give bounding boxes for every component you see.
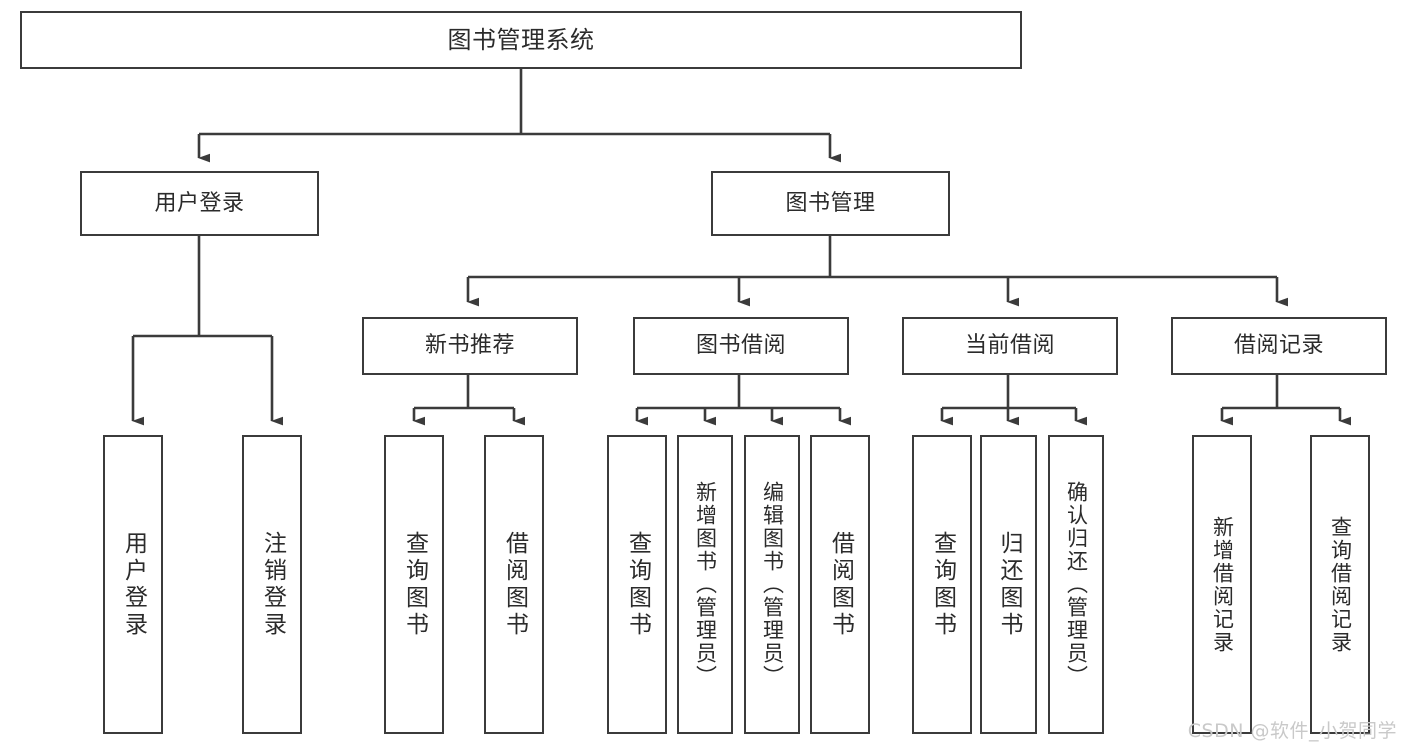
node-user-login[interactable]: 用户登录 bbox=[80, 171, 319, 236]
leaf-add-book-admin[interactable]: 新增图书（管理员） bbox=[677, 435, 733, 734]
node-label: 查询借阅记录 bbox=[1328, 515, 1353, 654]
node-label: 归还图书 bbox=[996, 530, 1022, 639]
node-new-book-recommend[interactable]: 新书推荐 bbox=[362, 317, 578, 375]
node-current-borrow[interactable]: 当前借阅 bbox=[902, 317, 1118, 375]
leaf-add-borrow-record[interactable]: 新增借阅记录 bbox=[1192, 435, 1252, 734]
node-label: 注销登录 bbox=[259, 530, 286, 639]
watermark-text: CSDN @软件_小贺同学 bbox=[1187, 720, 1397, 742]
node-label: 查询图书 bbox=[929, 530, 956, 639]
node-label: 借阅图书 bbox=[827, 530, 854, 639]
node-label: 新书推荐 bbox=[424, 333, 515, 359]
node-label: 用户登录 bbox=[120, 530, 147, 639]
node-label: 新增借阅记录 bbox=[1210, 515, 1235, 654]
leaf-borrow-book-recommend[interactable]: 借阅图书 bbox=[484, 435, 544, 734]
node-label: 借阅记录 bbox=[1233, 333, 1324, 359]
node-label: 新增图书（管理员） bbox=[693, 481, 718, 688]
node-label: 图书管理 bbox=[785, 190, 876, 216]
leaf-confirm-return-admin[interactable]: 确认归还（管理员） bbox=[1048, 435, 1104, 734]
node-label: 用户登录 bbox=[154, 190, 245, 216]
leaf-query-book-borrow[interactable]: 查询图书 bbox=[607, 435, 667, 734]
node-label: 查询图书 bbox=[624, 530, 651, 639]
node-label: 借阅图书 bbox=[501, 530, 528, 639]
leaf-user-login[interactable]: 用户登录 bbox=[103, 435, 163, 734]
node-label: 编辑图书（管理员） bbox=[760, 481, 785, 688]
node-label: 查询图书 bbox=[401, 530, 428, 639]
node-label: 图书借阅 bbox=[695, 333, 786, 359]
node-label: 图书管理系统 bbox=[447, 25, 595, 54]
node-book-management[interactable]: 图书管理 bbox=[711, 171, 950, 236]
leaf-query-borrow-record[interactable]: 查询借阅记录 bbox=[1310, 435, 1370, 734]
node-label: 当前借阅 bbox=[964, 333, 1055, 359]
node-book-borrow[interactable]: 图书借阅 bbox=[633, 317, 849, 375]
node-label: 确认归还（管理员） bbox=[1064, 481, 1089, 688]
leaf-logout[interactable]: 注销登录 bbox=[242, 435, 302, 734]
node-system-root[interactable]: 图书管理系统 bbox=[20, 11, 1022, 69]
leaf-borrow-book[interactable]: 借阅图书 bbox=[810, 435, 870, 734]
leaf-query-book-current[interactable]: 查询图书 bbox=[912, 435, 972, 734]
leaf-edit-book-admin[interactable]: 编辑图书（管理员） bbox=[744, 435, 800, 734]
leaf-return-book[interactable]: 归还图书 bbox=[980, 435, 1037, 734]
leaf-query-book-recommend[interactable]: 查询图书 bbox=[384, 435, 444, 734]
node-borrow-record[interactable]: 借阅记录 bbox=[1171, 317, 1387, 375]
